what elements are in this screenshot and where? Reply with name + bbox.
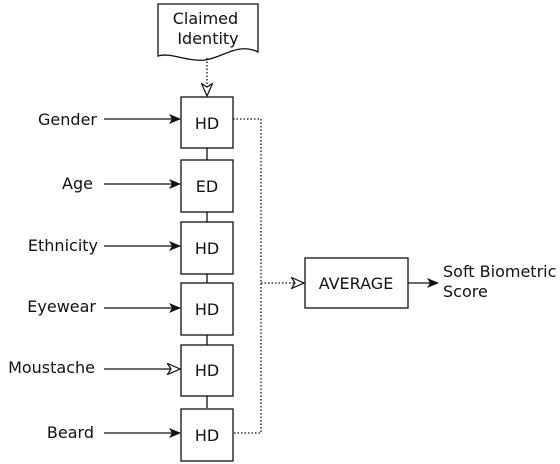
- input-label-ethnicity: Ethnicity: [28, 236, 98, 255]
- block-beard: [180, 408, 234, 462]
- block-age: [180, 159, 234, 213]
- row-age: Age ED: [62, 159, 234, 213]
- block-gender: [180, 96, 234, 149]
- claimed-identity-label: Claimed Identity: [173, 9, 244, 48]
- block-ethnicity: [180, 221, 234, 275]
- dotted-collector-line: [233, 118, 262, 434]
- input-label-gender: Gender: [38, 110, 97, 129]
- row-gender: Gender HD: [38, 96, 234, 149]
- row-beard: Beard HD: [47, 408, 234, 462]
- claimed-identity-line-1: Claimed: [173, 9, 238, 28]
- row-moustache: Moustache HD: [8, 344, 234, 397]
- claimed-identity-line-2: Identity: [177, 29, 238, 48]
- block-label-gender: HD: [195, 114, 219, 133]
- average-label: AVERAGE: [319, 274, 394, 293]
- output-label: Soft Biometric Score: [443, 262, 560, 301]
- row-ethnicity: Ethnicity HD: [28, 221, 234, 275]
- row-eyewear: Eyewear HD: [27, 282, 234, 336]
- block-label-age: ED: [196, 177, 218, 196]
- block-label-eyewear: HD: [195, 300, 219, 319]
- input-label-moustache: Moustache: [8, 358, 95, 377]
- input-label-beard: Beard: [47, 423, 94, 442]
- output-label-line-1: Soft Biometric: [443, 262, 556, 281]
- claimed-identity-document: [157, 3, 259, 61]
- block-label-moustache: HD: [195, 361, 219, 380]
- block-label-ethnicity: HD: [195, 239, 219, 258]
- block-eyewear: [180, 282, 234, 336]
- input-label-eyewear: Eyewear: [27, 297, 96, 316]
- input-label-age: Age: [62, 174, 93, 193]
- output-label-line-2: Score: [443, 282, 488, 301]
- block-moustache: [180, 344, 234, 397]
- block-label-beard: HD: [195, 426, 219, 445]
